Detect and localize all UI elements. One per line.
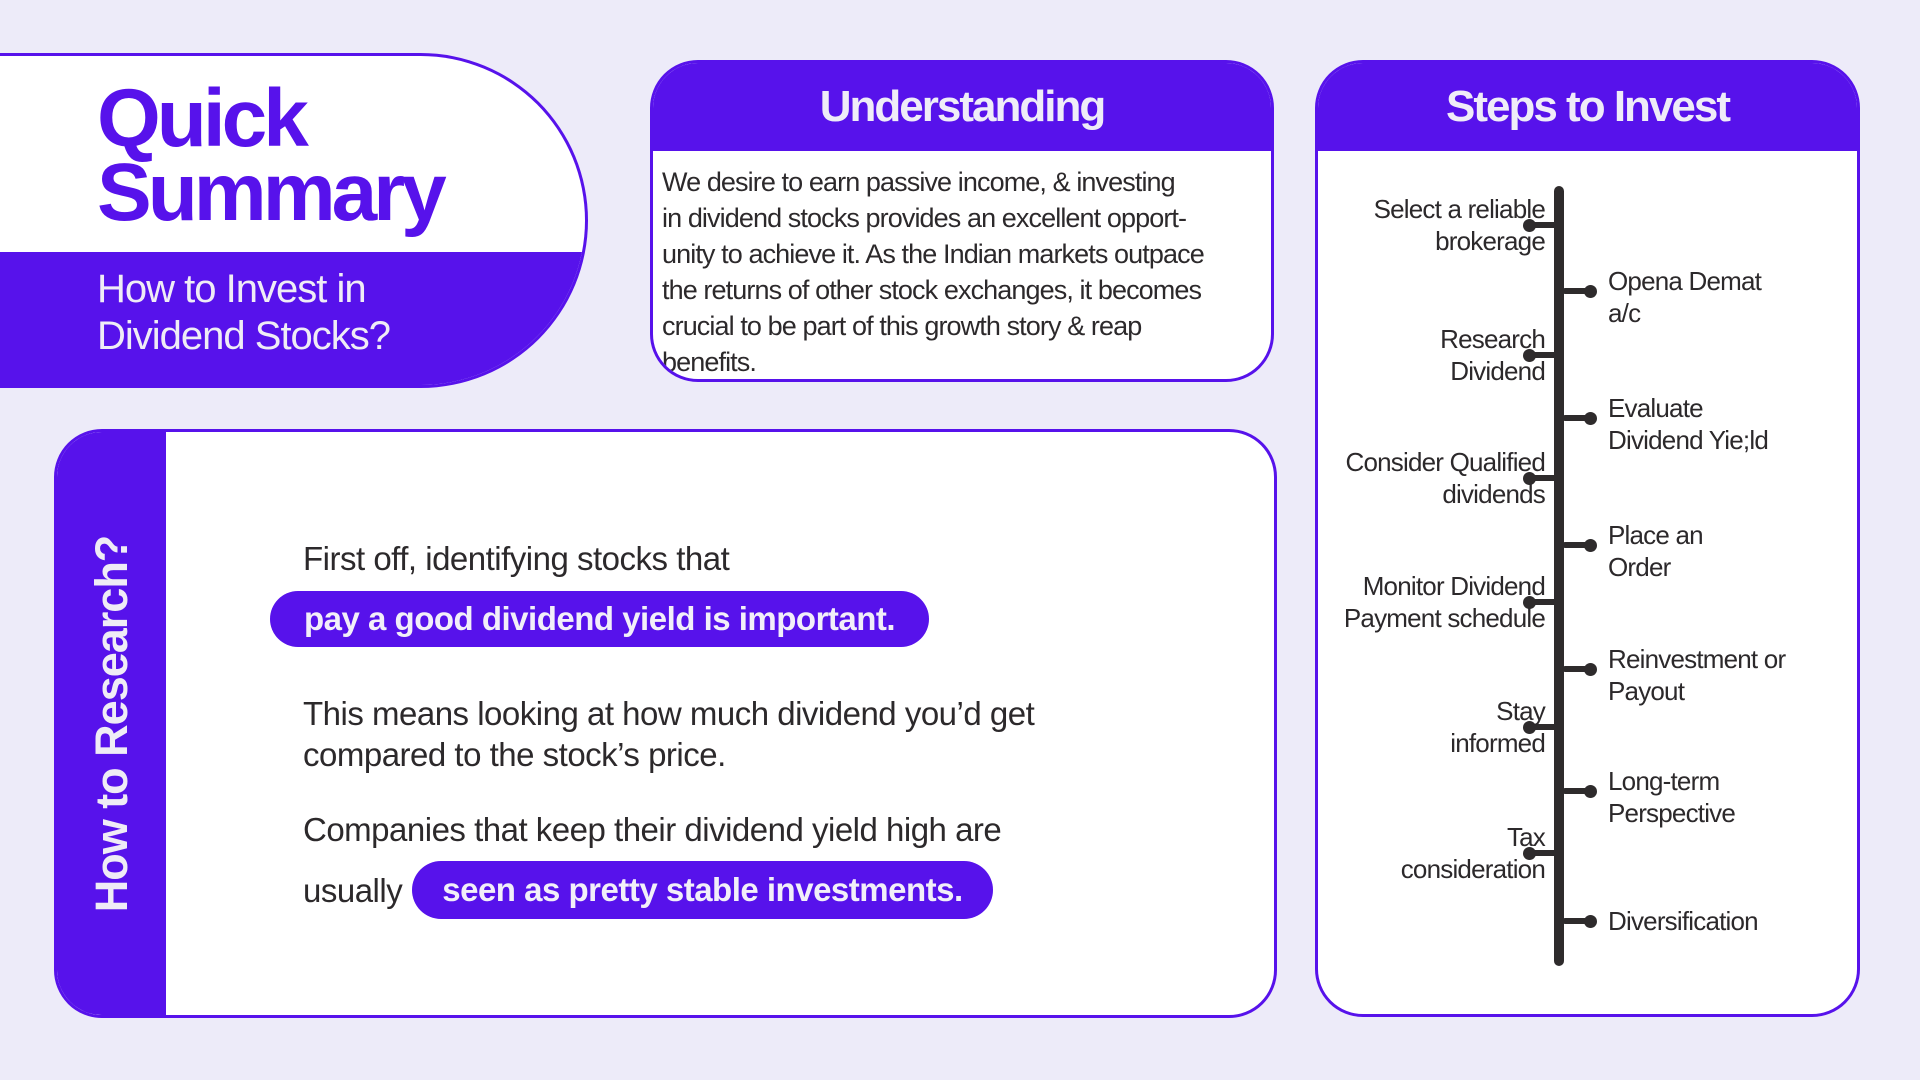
timeline-tick-right: [1562, 538, 1597, 552]
timeline-tick-left: [1523, 348, 1558, 362]
research-paragraph: usually: [303, 871, 403, 909]
research-highlight-pill: pay a good dividend yield is important.: [270, 591, 930, 647]
timeline-tick-right: [1562, 662, 1597, 676]
research-highlight-pill: seen as pretty stable investments.: [412, 861, 993, 919]
timeline-tick-right: [1562, 784, 1597, 798]
timeline-tick-left: [1523, 846, 1558, 860]
understanding-line: in dividend stocks provides an excellent…: [662, 203, 1187, 233]
research-paragraph: This means looking at how much dividend …: [303, 695, 1035, 773]
research-sidebar-title: How to Research?: [85, 535, 137, 912]
research-content: First off, identifying stocks that pay a…: [270, 432, 1258, 919]
timeline-tick-right: [1562, 284, 1597, 298]
timeline-tick-left: [1523, 218, 1558, 232]
research-sidebar: How to Research?: [57, 432, 166, 1015]
timeline-tick-right: [1562, 914, 1597, 928]
understanding-body: We desire to earn passive income, & inve…: [653, 151, 1271, 379]
timeline-tick-right: [1562, 411, 1597, 425]
understanding-title: Understanding: [819, 82, 1106, 131]
understanding-card: Understanding We desire to earn passive …: [650, 60, 1274, 382]
understanding-line: We desire to earn passive income, & inve…: [662, 167, 1176, 197]
understanding-line: benefits.: [662, 347, 757, 377]
research-paragraph: Companies that keep their dividend yield…: [303, 811, 1002, 848]
timeline-tick-left: [1523, 595, 1558, 609]
understanding-header: Understanding: [653, 63, 1271, 151]
steps-header: Steps to Invest: [1318, 63, 1857, 151]
timeline-tick-left: [1523, 471, 1558, 485]
timeline-item: Diversification: [1608, 906, 1759, 936]
how-to-research-card: How to Research? First off, identifying …: [54, 429, 1277, 1018]
understanding-line: unity to achieve it. As the Indian marke…: [662, 239, 1205, 269]
research-paragraph: First off, identifying stocks that: [303, 540, 730, 577]
timeline-tick-left: [1523, 720, 1558, 734]
understanding-line: the returns of other stock exchanges, it…: [662, 275, 1202, 305]
understanding-line: crucial to be part of this growth story …: [662, 311, 1142, 341]
steps-title: Steps to Invest: [1446, 82, 1731, 131]
timeline-axis: [1554, 186, 1564, 966]
